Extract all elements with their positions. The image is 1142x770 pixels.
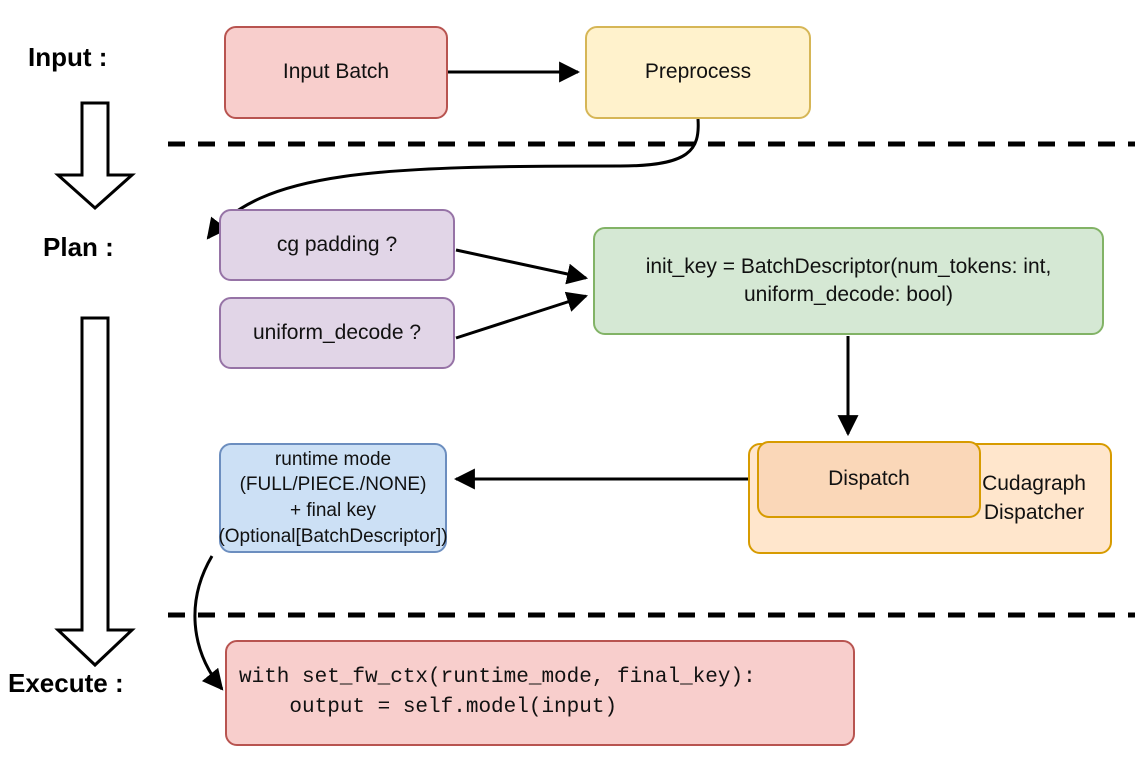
node-input-batch[interactable]: Input Batch: [224, 26, 448, 119]
node-runtime-mode[interactable]: runtime mode (FULL/PIECE./NONE) + final …: [218, 443, 448, 553]
stage-label-execute: Execute :: [8, 668, 124, 698]
plan-to-execute-arrow: [54, 316, 136, 668]
runtime-mode-to-execute-code: [193, 555, 224, 691]
node-uniform-decode[interactable]: uniform_decode ?: [219, 297, 455, 369]
input-to-plan-arrow: [54, 101, 136, 211]
stage-label-plan: Plan :: [43, 232, 114, 262]
stage-label-input: Input :: [28, 42, 108, 72]
node-preprocess[interactable]: Preprocess: [585, 26, 811, 119]
uniform-decode-to-batch-descriptor: [455, 291, 588, 340]
cg-padding-to-batch-descriptor: [455, 248, 589, 285]
node-dispatch[interactable]: Dispatch: [757, 441, 981, 518]
node-execute-code[interactable]: with set_fw_ctx(runtime_mode, final_key)…: [225, 640, 855, 746]
node-cg-padding[interactable]: cg padding ?: [219, 209, 455, 281]
node-batch-descriptor[interactable]: init_key = BatchDescriptor(num_tokens: i…: [593, 227, 1104, 335]
